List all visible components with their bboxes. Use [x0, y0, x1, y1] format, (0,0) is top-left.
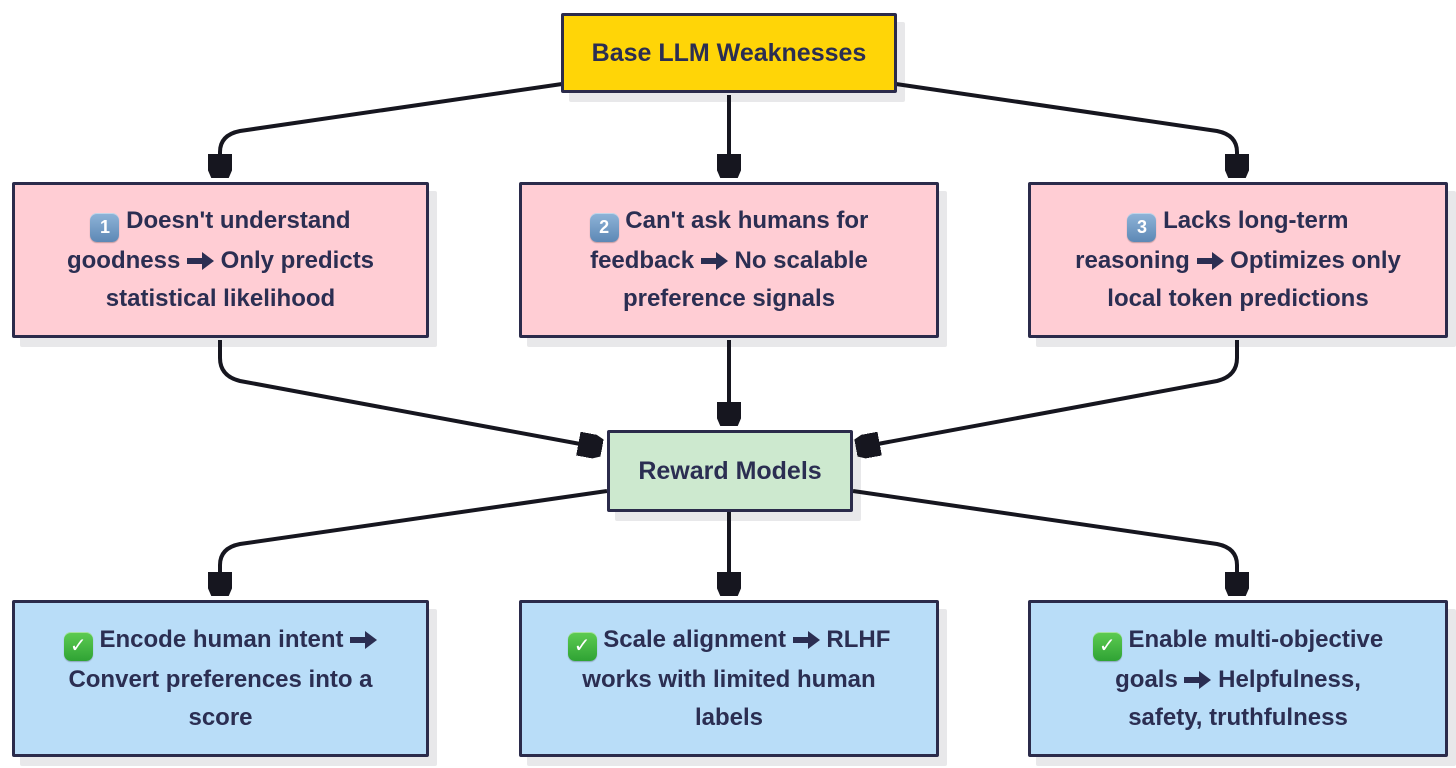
- weakness-2-post-text: No scalable preference signals: [622, 247, 868, 312]
- weakness-node-2-text: 2 Can't ask humans for feedback No scala…: [589, 202, 869, 318]
- weakness-1-post-text: Only predicts statistical likelihood: [105, 247, 375, 312]
- connector-root-to-weakness-3: [895, 82, 1237, 178]
- weakness-3-post-text: Optimizes only local token predictions: [1107, 247, 1401, 312]
- right-arrow-icon: [700, 252, 728, 270]
- benefit-node-2-text: ✓ Scale alignment RLHF works with limite…: [567, 621, 891, 737]
- benefit-3-pre-text: Enable multi-objective goals: [1115, 625, 1384, 693]
- weakness-node-3: 3 Lacks long-term reasoning Optimizes on…: [1028, 182, 1448, 338]
- weakness-node-3-text: 3 Lacks long-term reasoning Optimizes on…: [1075, 202, 1401, 318]
- benefit-node-2: ✓ Scale alignment RLHF works with limite…: [519, 600, 939, 757]
- benefit-2-post-text: RLHF works with limited human labels: [582, 625, 891, 731]
- benefit-node-3-text: ✓ Enable multi-objective goals Helpfulne…: [1092, 621, 1384, 737]
- benefit-node-1: ✓ Encode human intent Convert preference…: [12, 600, 429, 757]
- right-arrow-icon: [350, 630, 378, 649]
- reward-models-node: Reward Models: [607, 430, 853, 512]
- weakness-1-pre-text: Doesn't understand goodness: [66, 207, 351, 274]
- benefit-3-post-text: Helpfulness, safety, truthfulness: [1128, 665, 1361, 731]
- weakness-node-1: 1 Doesn't understand goodness Only predi…: [12, 182, 429, 338]
- connector-reward-to-benefit-1: [220, 489, 608, 596]
- connector-root-to-weakness-1: [220, 82, 563, 178]
- benefit-2-pre-text: Scale alignment: [603, 625, 787, 653]
- benefit-1-post-text: Convert preferences into a score: [68, 665, 373, 731]
- root-node-base-llm-weaknesses: Base LLM Weaknesses: [561, 13, 897, 93]
- root-node-label: Base LLM Weaknesses: [591, 39, 867, 67]
- check-mark-icon: ✓: [63, 631, 93, 661]
- keycap-3-icon: 3: [1127, 213, 1157, 242]
- check-mark-icon: ✓: [567, 631, 597, 661]
- right-arrow-icon: [186, 252, 214, 270]
- reward-models-label: Reward Models: [638, 457, 822, 485]
- weakness-3-pre-text: Lacks long-term reasoning: [1075, 207, 1349, 274]
- connector-reward-to-benefit-3: [852, 489, 1237, 596]
- weakness-node-1-text: 1 Doesn't understand goodness Only predi…: [67, 202, 374, 318]
- benefit-node-3: ✓ Enable multi-objective goals Helpfulne…: [1028, 600, 1448, 757]
- right-arrow-icon: [792, 630, 820, 649]
- keycap-2-icon: 2: [589, 213, 619, 242]
- keycap-1-icon: 1: [90, 213, 120, 242]
- benefit-node-1-text: ✓ Encode human intent Convert preference…: [63, 621, 378, 737]
- right-arrow-icon: [1184, 670, 1212, 689]
- check-mark-icon: ✓: [1092, 631, 1122, 661]
- connector-weakness-1-to-reward: [218, 340, 602, 448]
- weakness-node-2: 2 Can't ask humans for feedback No scala…: [519, 182, 939, 338]
- benefit-1-pre-text: Encode human intent: [99, 625, 344, 653]
- weakness-2-pre-text: Can't ask humans for feedback: [590, 207, 869, 274]
- right-arrow-icon: [1196, 252, 1224, 270]
- connector-weakness-3-to-reward: [856, 340, 1239, 448]
